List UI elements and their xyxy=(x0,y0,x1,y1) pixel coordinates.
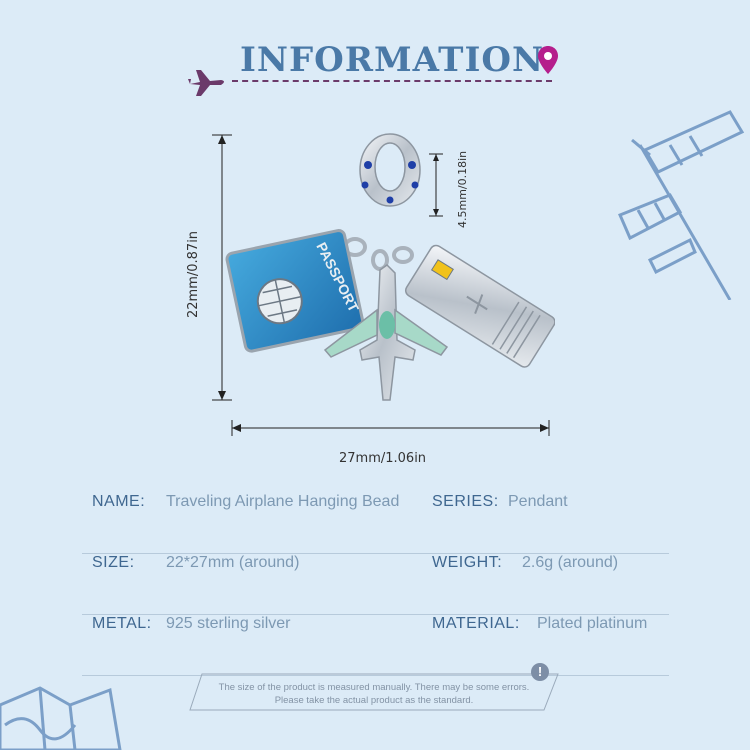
location-pin-icon xyxy=(538,46,558,74)
spec-label: SERIES: xyxy=(432,493,499,510)
spec-label: SIZE: xyxy=(92,554,135,571)
spec-row-size: SIZE: 22*27mm (around) WEIGHT: 2.6g (aro… xyxy=(82,554,669,615)
spec-label: NAME: xyxy=(92,493,146,510)
page-title: INFORMATION xyxy=(240,40,545,80)
dashed-divider xyxy=(232,80,552,82)
width-label: 27mm/1.06in xyxy=(339,451,427,466)
disclaimer-note: The size of the product is measured manu… xyxy=(190,674,558,710)
map-decoration xyxy=(0,686,122,750)
spec-value: 925 sterling silver xyxy=(166,615,291,632)
ticket-charm xyxy=(404,244,555,368)
airplane-charm xyxy=(323,264,449,401)
spec-row-name: NAME: Traveling Airplane Hanging Bead SE… xyxy=(82,493,669,554)
spec-value: 2.6g (around) xyxy=(522,554,619,571)
pendant-product-image: PASSPORT xyxy=(225,133,555,401)
warning-icon: ! xyxy=(531,663,549,681)
airplane-icon xyxy=(188,70,224,96)
spec-label: MATERIAL: xyxy=(432,615,520,632)
header: INFORMATION xyxy=(0,36,750,106)
width-dimension-line xyxy=(231,420,550,436)
bail-ring xyxy=(359,133,421,207)
signpost-decoration xyxy=(618,110,745,300)
spec-value: 22*27mm (around) xyxy=(166,554,300,571)
height-label: 22mm/0.87in xyxy=(186,230,201,318)
spec-label: METAL: xyxy=(92,615,152,632)
bail-dimension-line xyxy=(429,153,443,217)
height-dimension-line xyxy=(212,134,232,401)
spec-row-metal: METAL: 925 sterling silver MATERIAL: Pla… xyxy=(82,615,669,676)
note-line-1: The size of the product is measured manu… xyxy=(218,682,530,693)
spec-value: Pendant xyxy=(508,493,568,510)
note-line-2: Please take the actual product as the st… xyxy=(274,695,474,706)
note-frame xyxy=(189,673,559,711)
spec-value: Plated platinum xyxy=(537,615,648,632)
spec-label: WEIGHT: xyxy=(432,554,503,571)
spec-value: Traveling Airplane Hanging Bead xyxy=(166,493,400,510)
passport-charm: PASSPORT xyxy=(225,229,365,353)
